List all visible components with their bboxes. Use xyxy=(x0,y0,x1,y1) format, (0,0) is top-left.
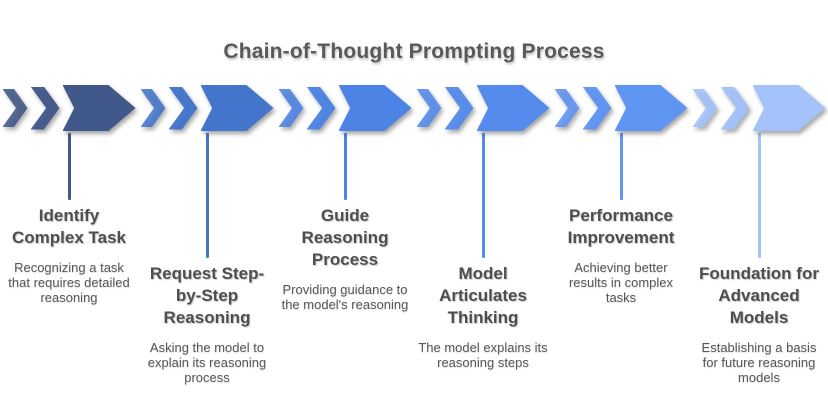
chevron-icon xyxy=(306,86,336,130)
chevron-icon xyxy=(554,89,580,127)
stage-title: Identify Complex Task xyxy=(11,206,126,248)
chevron-group xyxy=(278,85,412,131)
diagram-stage: Performance Improvement Achieving better… xyxy=(552,85,690,386)
arrow-icon xyxy=(338,85,412,131)
diagram-stage: Request Step-by-Step Reasoning Asking th… xyxy=(138,85,276,386)
chevron-icon xyxy=(444,86,474,130)
stage-label-block: Model Articulates Thinking The model exp… xyxy=(416,263,550,370)
stage-title: Performance Improvement xyxy=(567,206,675,248)
chevron-icon xyxy=(416,89,442,127)
stage-description: Establishing a basis for future reasonin… xyxy=(701,340,817,386)
diagram-stage: Model Articulates Thinking The model exp… xyxy=(414,85,552,386)
stage-description: The model explains its reasoning steps xyxy=(418,340,548,371)
chevron-group xyxy=(692,85,826,131)
page-title: Chain-of-Thought Prompting Process xyxy=(223,40,605,63)
stage-description: Providing guidance to the model's reason… xyxy=(281,282,409,313)
stage-title: Request Step-by-Step Reasoning xyxy=(149,264,265,328)
connector-line xyxy=(343,133,347,200)
arrow-icon xyxy=(200,85,274,131)
diagram-stage: Identify Complex Task Recognizing a task… xyxy=(0,85,138,386)
chevron-icon xyxy=(140,89,166,127)
chevron-icon xyxy=(2,89,28,127)
diagram-stage: Foundation for Advanced Models Establish… xyxy=(690,85,828,386)
stage-description: Recognizing a task that requires detaile… xyxy=(8,260,130,306)
arrow-icon xyxy=(476,85,550,131)
arrow-icon xyxy=(62,85,136,131)
stage-label-block: Request Step-by-Step Reasoning Asking th… xyxy=(140,263,274,386)
stage-label-block: Guide Reasoning Process Providing guidan… xyxy=(278,205,412,312)
stage-description: Achieving better results in complex task… xyxy=(568,260,674,306)
chevron-group xyxy=(2,85,136,131)
stages-row: Identify Complex Task Recognizing a task… xyxy=(0,85,828,386)
chevron-icon xyxy=(692,89,718,127)
arrow-icon xyxy=(614,85,688,131)
chevron-icon xyxy=(168,86,198,130)
stage-title: Model Articulates Thinking xyxy=(439,264,527,328)
connector-line xyxy=(67,133,71,200)
connector-line xyxy=(619,133,623,200)
arrow-icon xyxy=(752,85,826,131)
chevron-icon xyxy=(30,86,60,130)
chevron-icon xyxy=(582,86,612,130)
chevron-icon xyxy=(278,89,304,127)
stage-label-block: Foundation for Advanced Models Establish… xyxy=(692,263,826,386)
stage-label-block: Identify Complex Task Recognizing a task… xyxy=(2,205,136,305)
stage-description: Asking the model to explain its reasonin… xyxy=(147,340,267,386)
chevron-group xyxy=(554,85,688,131)
stage-title: Foundation for Advanced Models xyxy=(699,264,819,328)
connector-line xyxy=(205,133,209,258)
stage-title: Guide Reasoning Process xyxy=(301,206,389,270)
connector-line xyxy=(757,133,761,258)
connector-line xyxy=(481,133,485,258)
chevron-group xyxy=(140,85,274,131)
chevron-group xyxy=(416,85,550,131)
diagram-stage: Guide Reasoning Process Providing guidan… xyxy=(276,85,414,386)
chevron-icon xyxy=(720,86,750,130)
stage-label-block: Performance Improvement Achieving better… xyxy=(554,205,688,305)
